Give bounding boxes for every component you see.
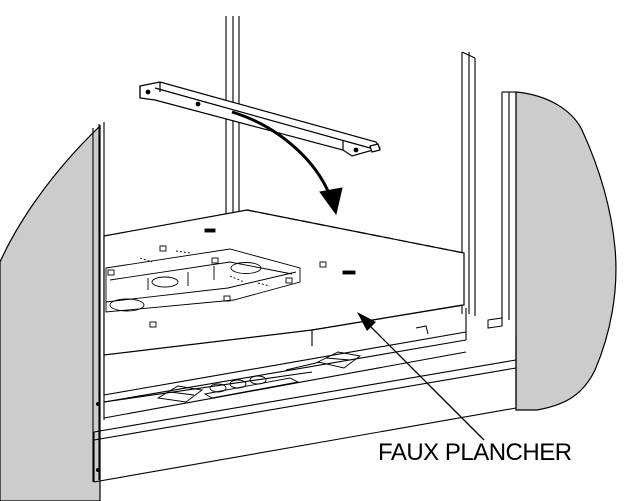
faux-plancher-label: FAUX PLANCHER [378, 439, 572, 466]
surround-right [515, 91, 617, 411]
frame-right [461, 51, 517, 405]
callout-leader [357, 312, 485, 441]
placement-arrow [231, 110, 343, 216]
burner-controls [156, 351, 362, 403]
base-plate [105, 228, 356, 328]
tray-brackets [96, 317, 503, 472]
brace-bar [139, 81, 381, 157]
surround-left [0, 124, 101, 501]
base-tray [93, 308, 517, 483]
faux-plancher-surface [103, 209, 465, 395]
